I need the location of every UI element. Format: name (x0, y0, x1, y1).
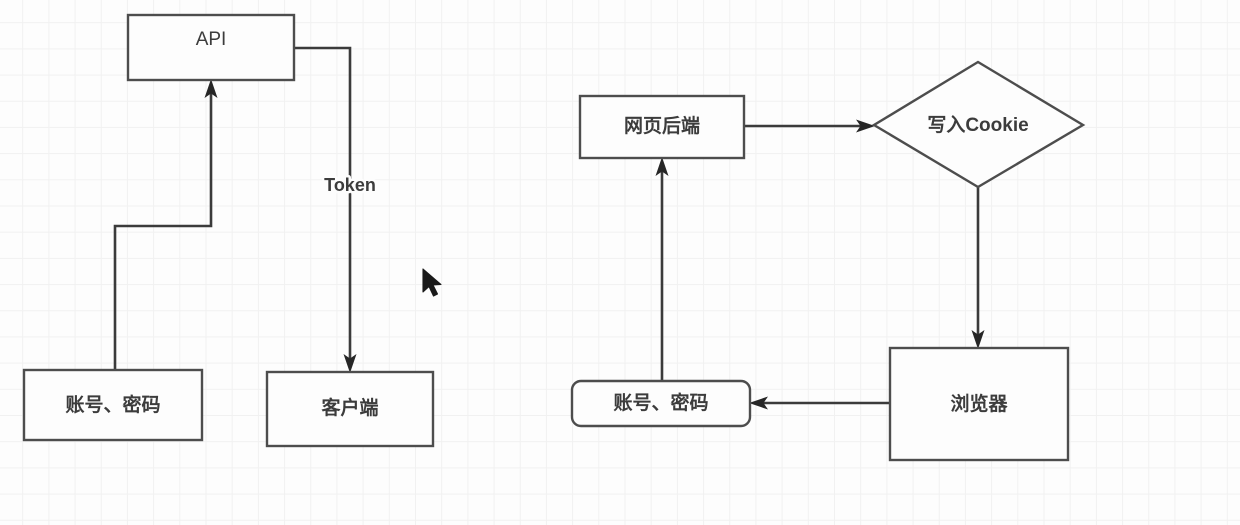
node-web-backend[interactable]: 网页后端 (578, 94, 746, 160)
node-client[interactable]: 客户端 (265, 370, 435, 448)
edge-label-token: Token (324, 175, 376, 195)
arrowhead-to-api (204, 79, 218, 98)
node-credentials-right[interactable]: 账号、密码 (570, 379, 752, 428)
node-write-cookie-diamond (871, 60, 1086, 189)
node-credentials-left-label: 账号、密码 (65, 393, 160, 416)
node-api-rect (126, 13, 296, 82)
node-credentials-left-rect (22, 368, 204, 442)
arrowhead-to-client (343, 354, 357, 373)
edge-credentials-to-api[interactable] (113, 79, 218, 370)
arrowhead-to-browser (971, 330, 985, 349)
edge-backend-to-write-cookie[interactable] (744, 119, 875, 133)
node-browser-label: 浏览器 (950, 392, 1008, 415)
edge-api-to-client[interactable]: Token (293, 46, 378, 373)
node-browser-rect (888, 346, 1070, 462)
node-credentials-right-label: 账号、密码 (613, 391, 708, 414)
node-write-cookie-label: 写入Cookie (927, 114, 1028, 136)
node-credentials-left[interactable]: 账号、密码 (22, 368, 204, 442)
node-client-rect (265, 370, 435, 448)
node-api-label: API (196, 29, 227, 50)
node-write-cookie[interactable]: 写入Cookie (871, 60, 1086, 189)
node-api[interactable]: API (126, 13, 296, 82)
node-client-label: 客户端 (321, 396, 378, 419)
node-credentials-right-rect (570, 379, 752, 428)
arrowhead-to-write-cookie (856, 119, 875, 133)
edge-credentials-right-to-backend[interactable] (655, 157, 669, 381)
edge-credentials-to-api-line (113, 90, 213, 370)
node-browser[interactable]: 浏览器 (888, 346, 1070, 462)
arrowhead-to-backend (655, 157, 669, 176)
arrowhead-to-credentials-right (749, 396, 768, 410)
node-web-backend-rect (578, 94, 746, 160)
node-web-backend-label: 网页后端 (624, 114, 700, 137)
edge-write-cookie-to-browser[interactable] (971, 187, 985, 349)
edge-api-to-client-line (293, 46, 352, 362)
edge-browser-to-credentials-right[interactable] (749, 396, 890, 410)
